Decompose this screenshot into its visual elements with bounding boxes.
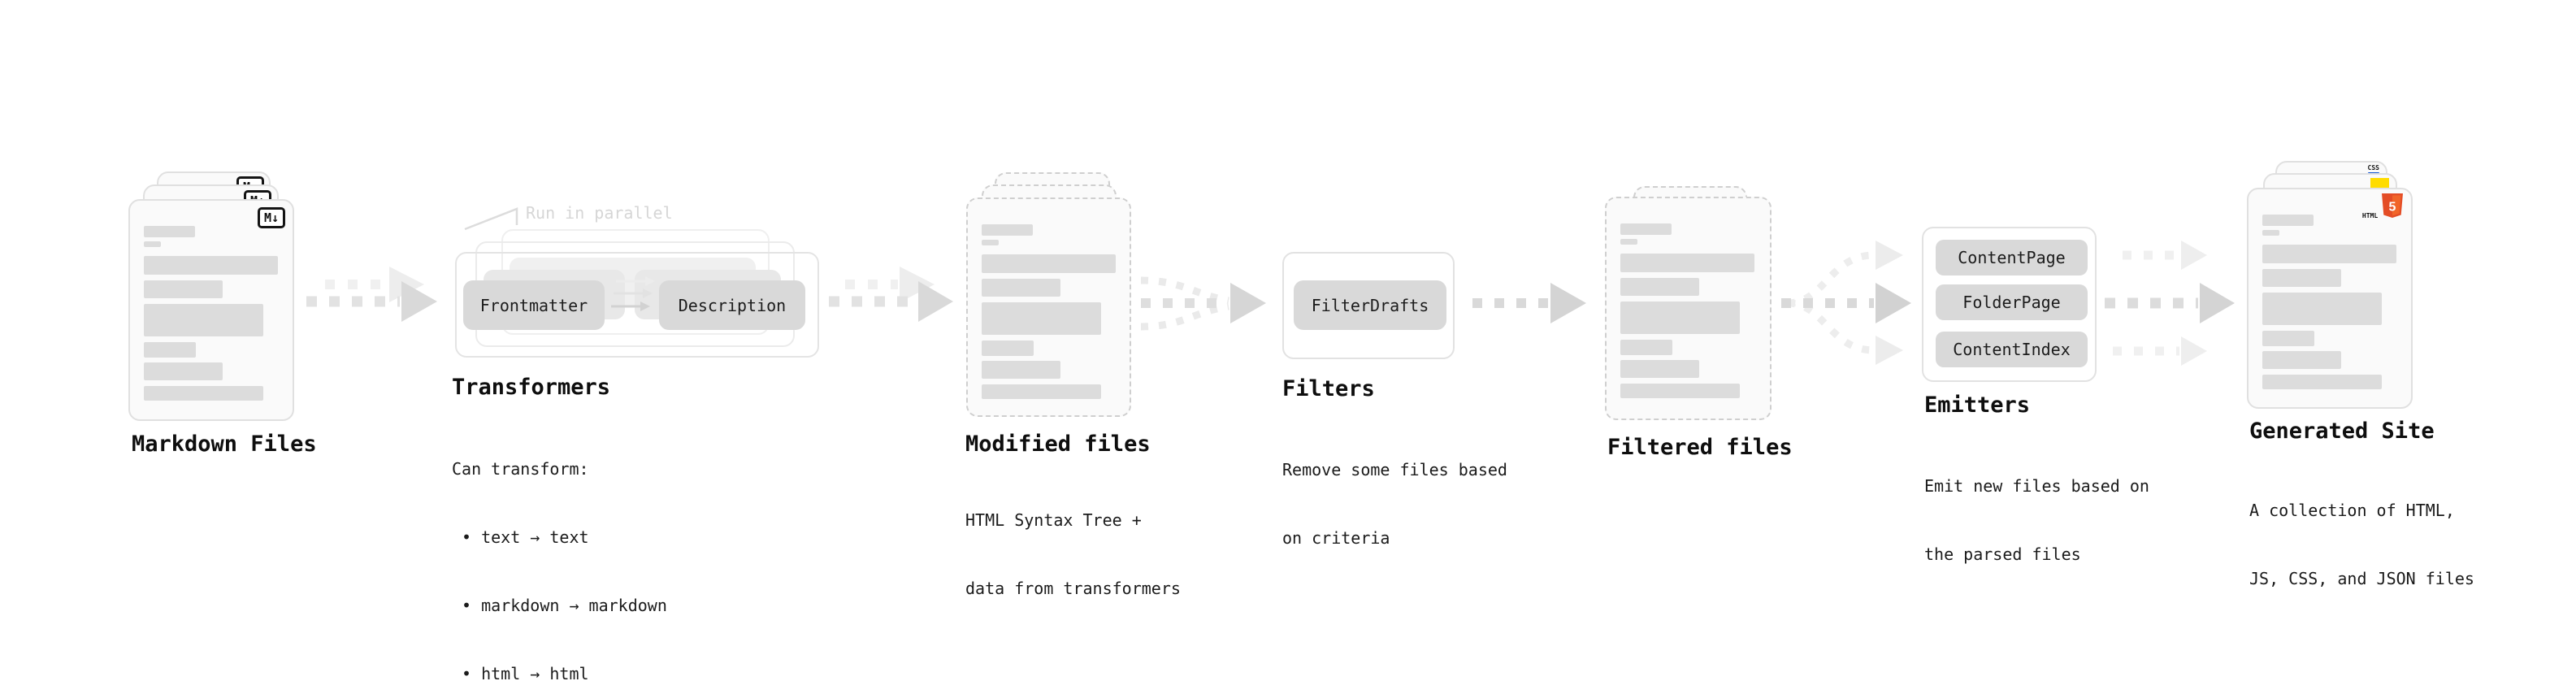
filters-description: Remove some files based on criteria <box>1282 413 1507 595</box>
generated-site-description: A collection of HTML, JS, CSS, and JSON … <box>2249 453 2474 635</box>
placeholder-bar <box>144 280 223 298</box>
section-label-emitters: Emitters <box>1924 393 2031 418</box>
transformer-input-chip: Frontmatter <box>463 280 605 330</box>
modified-files-description: HTML Syntax Tree + data from transformer… <box>965 463 1181 645</box>
css-label: CSS <box>2367 164 2379 171</box>
placeholder-bar <box>982 302 1101 335</box>
description-line: the parsed files <box>1924 544 2081 564</box>
section-label-markdown-files: Markdown Files <box>132 432 317 457</box>
svg-text:5: 5 <box>2389 201 2396 215</box>
description-line: Emit new files based on <box>1924 476 2149 496</box>
description-line: HTML Syntax Tree + <box>965 510 1142 530</box>
js-icon <box>2370 178 2389 189</box>
parallel-note: Run in parallel <box>526 203 673 223</box>
can-transform-title: Can transform: <box>452 459 589 479</box>
transform-rule: • markdown → markdown <box>462 596 667 615</box>
document-card-dashed <box>966 197 1131 417</box>
html5-icon: HTML 5 <box>2362 193 2403 219</box>
placeholder-bar <box>2262 215 2314 226</box>
placeholder-bar <box>982 240 999 245</box>
emitter-chip: FolderPage <box>1936 284 2088 320</box>
placeholder-bar <box>1620 278 1699 296</box>
placeholder-bar <box>2262 351 2341 369</box>
emitters-description: Emit new files based on the parsed files <box>1924 429 2149 611</box>
emitters-box: ContentPage FolderPage ContentIndex <box>1922 227 2097 382</box>
filters-box: FilterDrafts <box>1282 252 1455 359</box>
html5-label: HTML <box>2361 212 2379 219</box>
placeholder-bar <box>1620 223 1672 235</box>
placeholder-bar <box>982 254 1116 273</box>
placeholder-bar <box>144 226 195 237</box>
placeholder-bar <box>144 256 278 275</box>
placeholder-bar <box>144 241 161 247</box>
transform-rule: • text → text <box>462 527 589 547</box>
placeholder-bar <box>2262 230 2279 236</box>
document-card-dashed <box>1605 197 1772 420</box>
emitter-chip: ContentIndex <box>1936 332 2088 367</box>
placeholder-bar <box>144 304 263 336</box>
transformer-card-front: Frontmatter Description <box>455 252 819 358</box>
placeholder-bar <box>982 279 1060 297</box>
section-label-transformers: Transformers <box>452 375 611 400</box>
placeholder-bar <box>2262 245 2396 263</box>
transform-rule: • html → html <box>462 664 589 681</box>
placeholder-bar <box>144 362 223 380</box>
document-card: M↓ <box>128 199 294 421</box>
placeholder-bar <box>2262 375 2382 389</box>
emitter-chip: ContentPage <box>1936 240 2088 275</box>
description-line: JS, CSS, and JSON files <box>2249 569 2474 588</box>
placeholder-bar <box>1620 340 1672 355</box>
section-label-modified-files: Modified files <box>965 432 1151 457</box>
description-line: A collection of HTML, <box>2249 501 2455 520</box>
placeholder-bar <box>1620 254 1754 272</box>
description-line: data from transformers <box>965 579 1181 598</box>
placeholder-bar <box>1620 360 1699 378</box>
placeholder-bar <box>982 340 1034 356</box>
description-line: on criteria <box>1282 528 1390 548</box>
description-line: Remove some files based <box>1282 460 1507 479</box>
section-label-generated-site: Generated Site <box>2249 419 2435 444</box>
placeholder-bar <box>1620 384 1740 398</box>
placeholder-bar <box>144 342 196 358</box>
placeholder-bar <box>1620 301 1740 334</box>
html5-shield: 5 <box>2382 193 2403 218</box>
document-card: HTML 5 <box>2247 188 2413 409</box>
placeholder-bar <box>2262 269 2341 287</box>
placeholder-bar <box>1620 239 1637 245</box>
placeholder-bar <box>2262 293 2382 325</box>
transformer-output-chip: Description <box>659 280 805 330</box>
markdown-icon: M↓ <box>257 207 285 228</box>
placeholder-bar <box>2262 331 2314 346</box>
filter-chip: FilterDrafts <box>1294 280 1446 330</box>
placeholder-bar <box>982 361 1060 379</box>
section-label-filtered-files: Filtered files <box>1607 435 1793 460</box>
section-label-filters: Filters <box>1282 376 1375 401</box>
placeholder-bar <box>982 384 1101 399</box>
placeholder-bar <box>982 224 1033 236</box>
transformers-description: Can transform: • text → text • markdown … <box>452 412 667 681</box>
placeholder-bar <box>144 386 263 401</box>
